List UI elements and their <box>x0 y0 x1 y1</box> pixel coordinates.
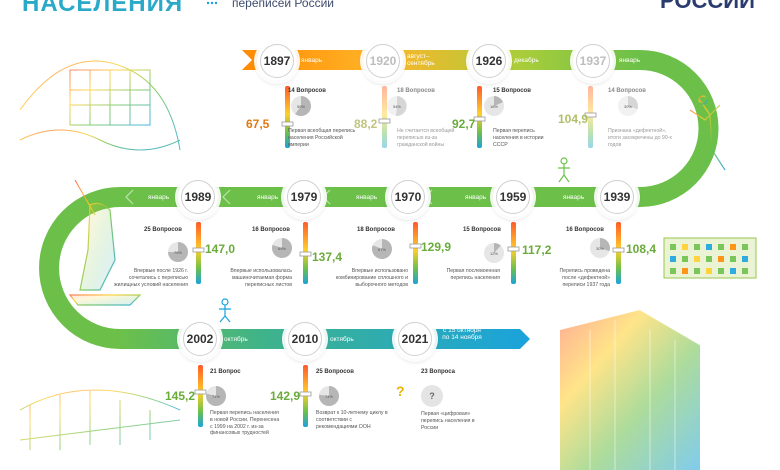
population-value: 88,2 <box>354 117 378 131</box>
pie-percent: 18% <box>489 104 498 109</box>
census-description: Первая перепись населения в истории СССР <box>493 128 544 148</box>
year-circle-2002[interactable]: 2002 <box>180 319 220 359</box>
year-label: 1939 <box>600 180 634 214</box>
census-description: Признана «дефектной», итоги засекречены … <box>608 128 673 148</box>
month-label: январь <box>465 194 487 201</box>
logo-icon <box>206 1 218 5</box>
census-description: Первая перепись населения в новой России… <box>210 410 280 437</box>
census-description: Возврат к 10-летнему циклу в соответстви… <box>316 410 388 430</box>
flying-figure-icon <box>219 298 231 323</box>
questions-count: 15 Вопросов <box>493 88 531 94</box>
month-label: январь <box>619 57 641 64</box>
header-subtitle: переписей России <box>232 0 334 10</box>
month-label: январь <box>257 194 279 201</box>
month-label: январь <box>356 194 378 201</box>
month-label: декабрь <box>514 57 539 64</box>
year-circle-1926[interactable]: 1926 <box>469 41 509 81</box>
questions-count: 21 Вопрос <box>210 369 241 375</box>
apartment-block-icon <box>663 237 757 279</box>
worker-figure-icon <box>558 157 570 183</box>
population-value: 145,2 <box>165 389 196 403</box>
pie-percent: 71% <box>211 394 220 399</box>
population-value: 129,9 <box>421 240 452 254</box>
year-label: 1970 <box>391 180 425 214</box>
year-circle-1939[interactable]: 1939 <box>597 177 637 217</box>
month-label: январь <box>148 194 170 201</box>
questions-count: 25 Вопросов <box>316 369 354 375</box>
year-label: 1979 <box>287 180 321 214</box>
census-description: Перепись проведена после «дефектной» пер… <box>559 268 610 288</box>
year-circle-1989[interactable]: 1989 <box>178 177 218 217</box>
population-value: 108,4 <box>626 242 657 256</box>
month-label: январь <box>301 57 323 64</box>
header-right-text: РОССИИ <box>660 0 755 13</box>
census-description: Первая послевоенная перепись населения <box>446 268 500 281</box>
pie-percent: 74% <box>324 394 333 399</box>
questions-count: 16 Вопросов <box>252 227 290 233</box>
population-value: 92,7 <box>452 117 476 131</box>
unknown-pie: ? <box>421 385 443 407</box>
census-description: Не считается всеобщей переписью из-за гр… <box>397 128 455 148</box>
year-label: 1989 <box>181 180 215 214</box>
pie-percent: 59% <box>296 104 305 109</box>
skyscraper-sketch <box>560 309 701 470</box>
statue-top-right <box>689 95 726 176</box>
statue-left <box>68 179 142 306</box>
census-description: Впервые после 1926 г. сочетались с переп… <box>114 268 188 288</box>
population-value: 117,2 <box>522 243 552 257</box>
year-label: 1959 <box>496 180 530 214</box>
year-circle-1959[interactable]: 1959 <box>493 177 533 217</box>
bridge-sketch <box>19 389 181 450</box>
year-circle-1920[interactable]: 1920 <box>363 41 403 81</box>
population-value: ? <box>396 383 405 399</box>
year-circle-1897[interactable]: 1897 <box>257 41 297 81</box>
census-description: Впервые использовалась машиночитаемая фо… <box>230 268 292 288</box>
population-value: 147,0 <box>205 242 236 256</box>
year-label: 1937 <box>576 44 610 78</box>
pie-percent: 67% <box>377 247 386 252</box>
population-value: 67,5 <box>246 117 270 131</box>
pie-charts <box>168 96 638 407</box>
population-value: 142,9 <box>270 389 301 403</box>
pie-percent: 30% <box>623 104 632 109</box>
questions-count: 23 Вопроса <box>421 369 455 375</box>
questions-count: 14 Вопросов <box>608 88 646 94</box>
year-label: 2010 <box>288 322 322 356</box>
year-label: 2021 <box>398 322 432 356</box>
pie-percent: 30% <box>595 246 604 251</box>
pie-percent: 54% <box>392 104 401 109</box>
month-label: с 15 октября по 14 ноября <box>442 327 482 342</box>
year-label: 2002 <box>183 322 217 356</box>
building-sketch-top-left <box>19 60 181 151</box>
month-label: август– сентябрь <box>407 53 435 68</box>
population-value: 104,9 <box>558 112 589 126</box>
year-circle-1937[interactable]: 1937 <box>573 41 613 81</box>
year-circle-2010[interactable]: 2010 <box>285 319 325 359</box>
month-label: октябрь <box>224 336 248 343</box>
month-label: октябрь <box>330 336 354 343</box>
pie-percent: 12% <box>489 251 498 256</box>
population-value: 137,4 <box>312 250 343 264</box>
census-description: Первая всеобщая перепись населения Росси… <box>288 128 356 148</box>
year-label: 1920 <box>366 44 400 78</box>
year-circle-2021[interactable]: 2021 <box>395 319 435 359</box>
census-description: Впервые использовано комбинирование спло… <box>335 268 408 288</box>
year-circle-1979[interactable]: 1979 <box>284 177 324 217</box>
questions-count: 25 Вопросов <box>144 227 182 233</box>
census-description: Первая «цифровая» перепись населения в Р… <box>421 411 475 431</box>
questions-count: 18 Вопросов <box>357 227 395 233</box>
year-label: 1897 <box>260 44 294 78</box>
questions-count: 16 Вопросов <box>566 227 604 233</box>
month-label: январь <box>563 194 585 201</box>
pie-percent: 75% <box>173 250 182 255</box>
year-circle-1970[interactable]: 1970 <box>388 177 428 217</box>
questions-count: 15 Вопросов <box>463 227 501 233</box>
year-label: 1926 <box>472 44 506 78</box>
header-title: НАСЕЛЕНИЯ <box>22 0 184 17</box>
questions-count: 14 Вопросов <box>288 88 326 94</box>
pie-percent: 69% <box>277 246 286 251</box>
questions-count: 18 Вопросов <box>397 88 435 94</box>
